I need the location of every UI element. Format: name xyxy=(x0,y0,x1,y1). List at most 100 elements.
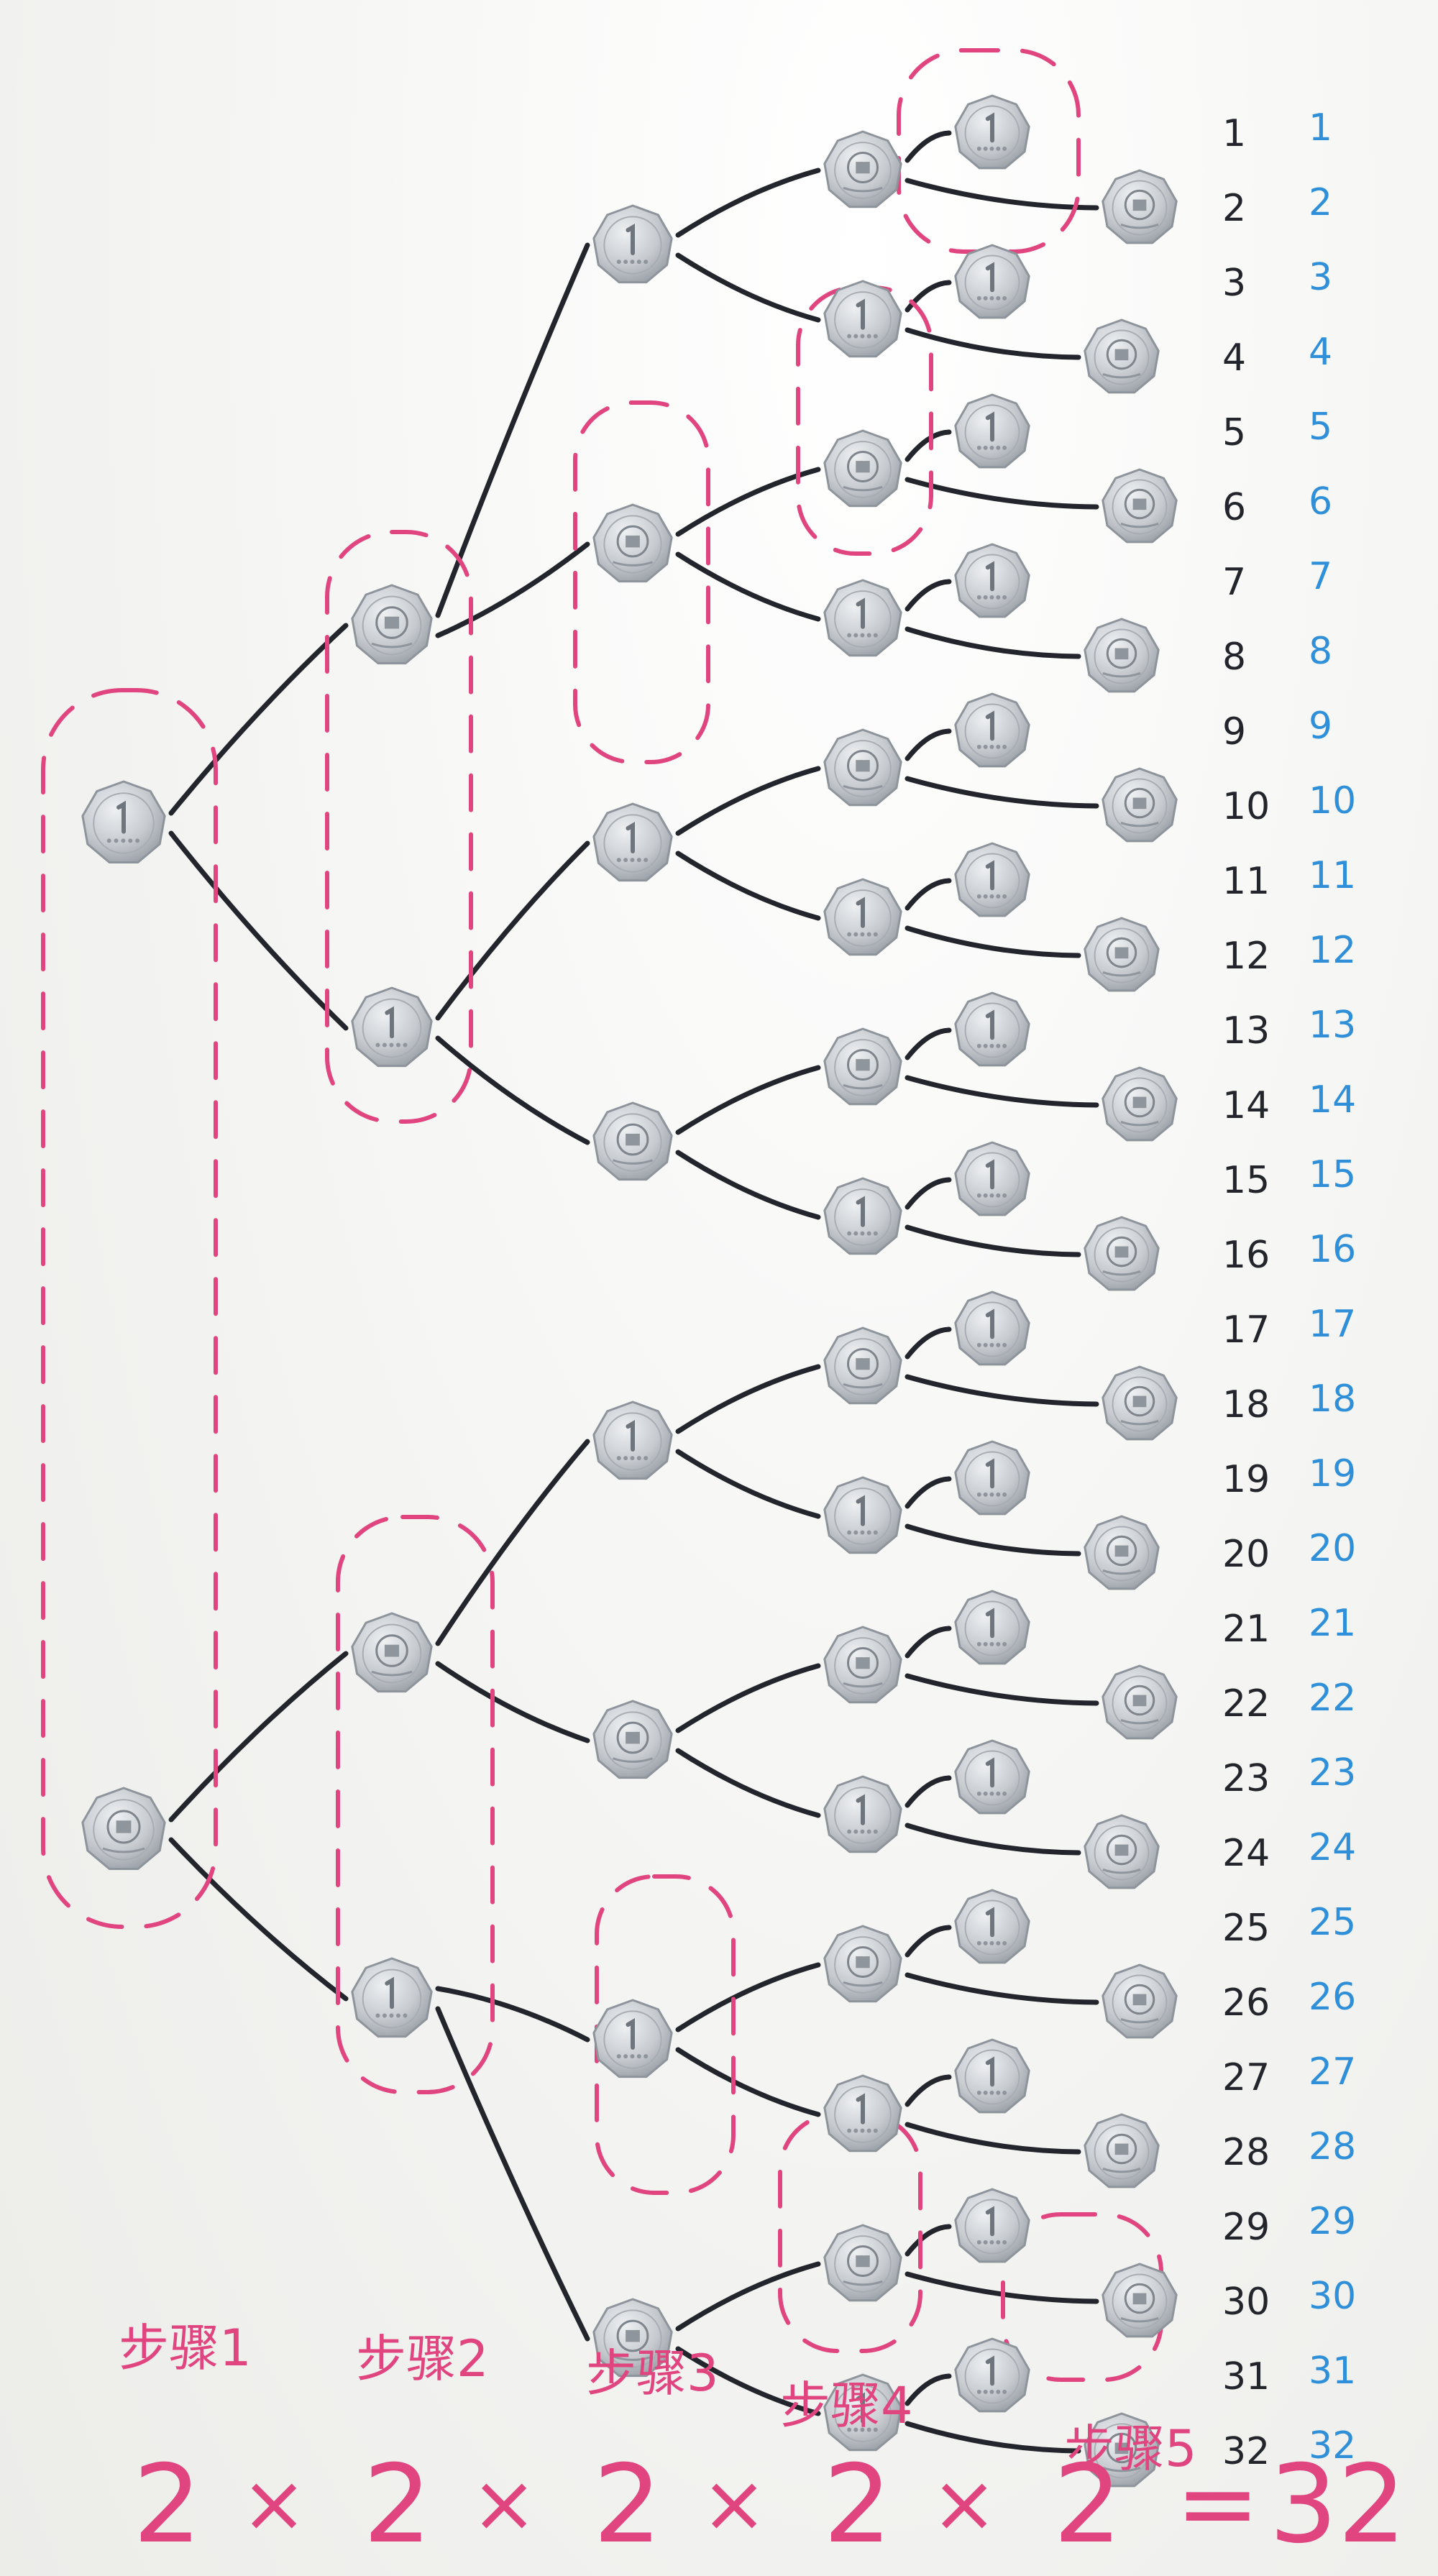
outcome-number-black: 16 xyxy=(1222,1234,1270,1277)
formula-times: × xyxy=(241,2457,307,2549)
numeral-one-icon xyxy=(976,1159,1007,1198)
outcome-number-black: 30 xyxy=(1222,2281,1270,2324)
coin-inner-ring xyxy=(834,1338,892,1395)
outcome-number-black: 11 xyxy=(1222,860,1270,903)
outcome-number-blue: 29 xyxy=(1309,2200,1356,2243)
coin-heads xyxy=(1102,1066,1178,1142)
coin-tails xyxy=(954,2038,1030,2114)
coin-inner-ring xyxy=(964,2049,1020,2105)
outcome-number-black: 18 xyxy=(1222,1383,1270,1426)
step-group-outline xyxy=(41,688,218,1929)
branch-line xyxy=(675,1962,821,2032)
numeral-one-icon xyxy=(616,224,649,265)
national-emblem-icon xyxy=(1102,2133,1141,2173)
numeral-one-icon xyxy=(976,262,1007,301)
branch-line xyxy=(905,1775,952,1808)
branch-line xyxy=(905,1075,1099,1108)
coin-heads xyxy=(823,130,902,208)
coin-tails xyxy=(954,244,1030,319)
coin-tails xyxy=(954,94,1030,170)
coin-inner-ring xyxy=(964,853,1020,909)
numeral-one-icon xyxy=(616,1420,649,1461)
national-emblem-icon xyxy=(613,1721,653,1763)
outcome-number-black: 20 xyxy=(1222,1533,1270,1576)
coin-heads xyxy=(1084,1814,1160,1889)
outcome-number-black: 10 xyxy=(1222,785,1270,828)
branch-line xyxy=(905,2122,1081,2155)
formula-factor: 2 xyxy=(363,2442,431,2567)
coin-inner-ring xyxy=(964,2199,1020,2255)
step-label: 步骤2 xyxy=(356,2329,489,2388)
numeral-one-icon xyxy=(976,1308,1007,1347)
coin-tails xyxy=(823,280,902,358)
branch-line xyxy=(905,2373,952,2406)
coin-tails xyxy=(954,692,1030,768)
coin-inner-ring xyxy=(1094,1227,1150,1283)
coin-inner-ring xyxy=(964,1301,1020,1357)
national-emblem-icon xyxy=(613,1123,653,1165)
numeral-one-icon xyxy=(847,298,878,339)
branch-line xyxy=(905,1972,1099,2005)
numeral-one-icon xyxy=(976,710,1007,749)
national-emblem-icon xyxy=(1102,2432,1141,2472)
branch-line xyxy=(168,830,349,1031)
step-group-outline xyxy=(897,48,1081,254)
numeral-one-icon xyxy=(976,411,1007,450)
step-group-outline xyxy=(1001,2212,1163,2382)
coin-inner-ring xyxy=(1112,180,1168,236)
coin-inner-ring xyxy=(1094,628,1150,684)
coin-inner-ring xyxy=(603,2010,662,2069)
outcome-number-black: 6 xyxy=(1222,486,1246,529)
outcome-number-black: 21 xyxy=(1222,1608,1270,1651)
national-emblem-icon xyxy=(1102,937,1141,977)
numeral-one-icon xyxy=(847,2093,878,2133)
outcome-number-blue: 9 xyxy=(1309,705,1332,748)
outcome-number-blue: 13 xyxy=(1309,1004,1356,1047)
coin-tails xyxy=(823,878,902,956)
coin-inner-ring xyxy=(1094,927,1150,984)
national-emblem-icon xyxy=(371,606,413,648)
formula-factor: 2 xyxy=(593,2442,661,2567)
branch-line xyxy=(168,623,349,816)
branch-line xyxy=(905,2074,952,2107)
outcome-number-black: 19 xyxy=(1222,1458,1270,1501)
coin-tails xyxy=(823,1476,902,1554)
outcome-number-blue: 21 xyxy=(1309,1602,1356,1645)
coin-inner-ring xyxy=(964,1899,1020,1956)
coin-inner-ring xyxy=(834,2086,892,2143)
coin-heads xyxy=(81,1787,166,1871)
coin-inner-ring xyxy=(93,1799,155,1861)
national-emblem-icon xyxy=(1120,2283,1159,2323)
coin-heads xyxy=(351,584,433,665)
coin-tails xyxy=(592,1401,673,1480)
branch-line xyxy=(905,878,952,911)
coin-tails xyxy=(954,991,1030,1067)
coin-inner-ring xyxy=(1094,2423,1150,2479)
branch-line xyxy=(675,1065,821,1135)
coin-heads xyxy=(1102,767,1178,843)
outcome-number-black: 25 xyxy=(1222,1907,1270,1950)
coin-tails xyxy=(823,579,902,657)
outcome-number-blue: 10 xyxy=(1309,779,1356,822)
coin-tails xyxy=(823,1775,902,1853)
outcome-number-blue: 5 xyxy=(1309,405,1332,449)
outcome-number-blue: 14 xyxy=(1309,1078,1356,1122)
coin-inner-ring xyxy=(964,2348,1020,2404)
coin-inner-ring xyxy=(603,1412,662,1471)
formula-times: × xyxy=(931,2457,997,2549)
coin-inner-ring xyxy=(964,1152,1020,1208)
branch-line xyxy=(675,1748,821,1818)
numeral-one-icon xyxy=(976,1608,1007,1646)
numeral-one-icon xyxy=(847,597,878,638)
outcome-number-blue: 30 xyxy=(1309,2275,1356,2318)
outcome-number-black: 5 xyxy=(1222,411,1246,454)
coin-tails xyxy=(954,1291,1030,1366)
coin-inner-ring xyxy=(964,255,1020,311)
coin-heads xyxy=(823,1326,902,1405)
coin-tails xyxy=(823,1177,902,1255)
outcome-number-blue: 15 xyxy=(1309,1153,1356,1196)
coin-heads xyxy=(1102,1664,1178,1740)
coin-heads xyxy=(1102,1365,1178,1441)
branch-line xyxy=(905,1523,1081,1557)
coin-inner-ring xyxy=(1112,778,1168,834)
